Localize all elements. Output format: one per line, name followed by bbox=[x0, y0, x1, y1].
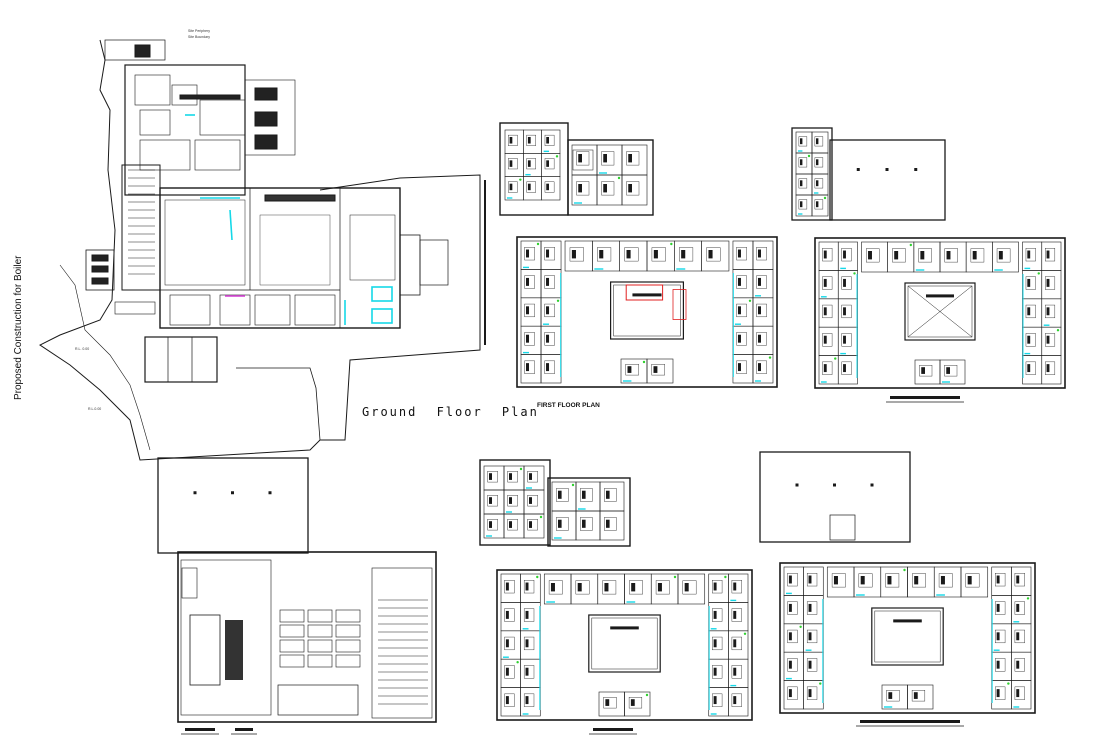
third-floor-plan bbox=[479, 459, 753, 735]
fourth-floor-plan bbox=[759, 451, 1036, 727]
level-2: R.L.0.00 bbox=[88, 407, 101, 411]
ground-floor-plan bbox=[39, 39, 486, 461]
basement-plan bbox=[157, 457, 437, 735]
second-floor-plan bbox=[791, 127, 1066, 403]
top-note-1: Site Periphery bbox=[188, 29, 210, 33]
ramp-stripes bbox=[128, 169, 155, 275]
top-note-2: Site Boundary bbox=[188, 35, 210, 39]
first-floor-plan bbox=[499, 122, 778, 388]
road-edge bbox=[59, 264, 151, 451]
boiler-construction-label: Proposed Construction for Boiler bbox=[13, 255, 24, 400]
first-floor-plan-title: FIRST FLOOR PLAN bbox=[537, 402, 600, 409]
level-1: R.L. 0.00 bbox=[75, 347, 89, 351]
site-edge-right bbox=[236, 367, 321, 441]
ground-floor-plan-title: Ground Floor Plan bbox=[362, 405, 539, 419]
site-boundary bbox=[39, 39, 481, 461]
